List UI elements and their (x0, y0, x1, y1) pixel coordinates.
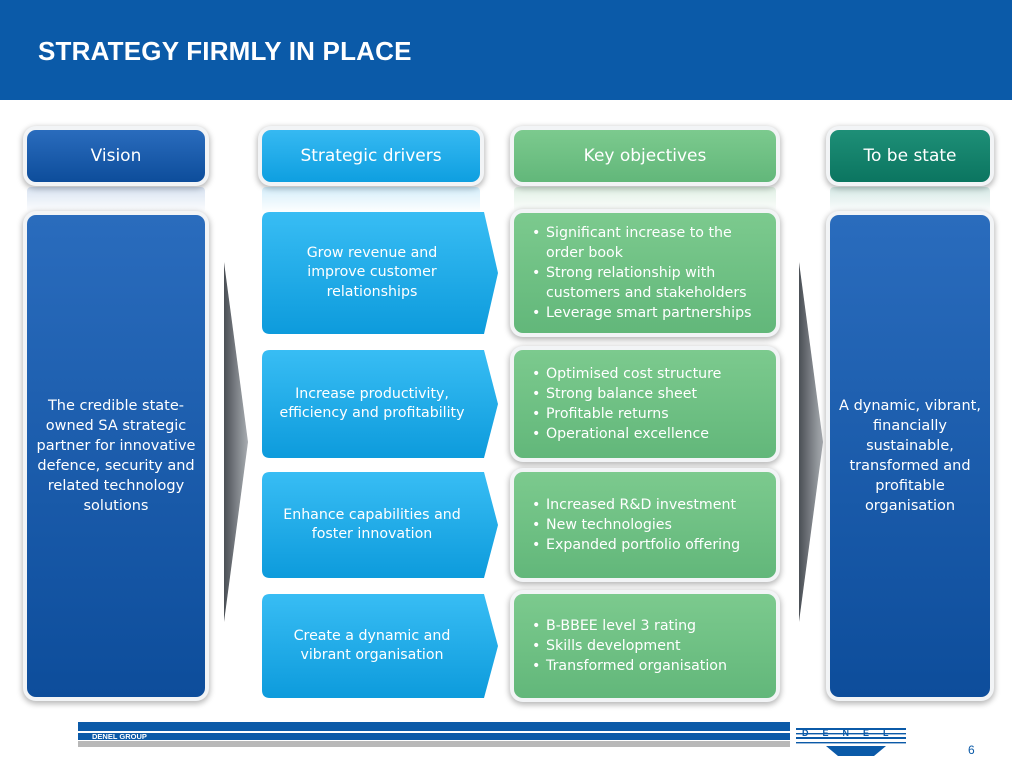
drivers-header: Strategic drivers (262, 130, 480, 182)
page-number: 6 (968, 743, 975, 757)
objectives-header: Key objectives (514, 130, 776, 182)
to-be-header-reflection (830, 187, 990, 213)
slide-title: STRATEGY FIRMLY IN PLACE (38, 36, 412, 66)
objectives-list-2: Optimised cost structure Strong balance … (522, 364, 768, 444)
vision-header: Vision (27, 130, 205, 182)
footer-bar-middle (78, 733, 790, 740)
drivers-header-label: Strategic drivers (300, 146, 442, 166)
objective-item: New technologies (532, 515, 768, 535)
objective-item: Transformed organisation (532, 656, 768, 676)
driver-text-2: Increase productivity, efficiency and pr… (272, 350, 472, 458)
objective-item: Skills development (532, 636, 768, 656)
objectives-header-label: Key objectives (583, 146, 707, 166)
driver-chevron-3 (262, 472, 498, 578)
drivers-header-reflection (262, 187, 480, 213)
objective-item: Operational excellence (532, 424, 768, 444)
driver-text-1: Grow revenue and improve customer relati… (276, 212, 468, 334)
vision-header-label: Vision (90, 146, 142, 166)
objective-item: Optimised cost structure (532, 364, 768, 384)
objective-item: Expanded portfolio offering (532, 535, 768, 555)
objectives-box-2: Optimised cost structure Strong balance … (514, 350, 776, 458)
footer-bar-top (78, 722, 790, 731)
footer-label: DENEL GROUP (92, 732, 147, 741)
footer-bar-bottom (78, 741, 790, 747)
title-banner (0, 0, 1013, 100)
objective-item: B-BBEE level 3 rating (532, 616, 768, 636)
objectives-box-4: B-BBEE level 3 rating Skills development… (514, 594, 776, 698)
objective-item: Strong balance sheet (532, 384, 768, 404)
to-be-box: A dynamic, vibrant, financially sustaina… (830, 215, 990, 697)
objectives-box-1: Significant increase to the order book S… (514, 213, 776, 333)
objective-item: Profitable returns (532, 404, 768, 424)
objectives-list-1: Significant increase to the order book S… (522, 223, 768, 323)
left-flow-arrow (224, 262, 248, 622)
to-be-header-label: To be state (863, 146, 957, 166)
vision-box: The credible state-owned SA strategic pa… (27, 215, 205, 697)
driver-label-3: Enhance capabilities and foster innovati… (283, 506, 461, 543)
right-flow-arrow (799, 262, 823, 622)
objective-item: Strong relationship with customers and s… (532, 263, 768, 303)
driver-text-3: Enhance capabilities and foster innovati… (272, 472, 472, 578)
objectives-header-reflection (514, 187, 776, 213)
vision-header-reflection (27, 187, 205, 213)
banner-edge (1012, 0, 1024, 103)
objectives-list-4: B-BBEE level 3 rating Skills development… (522, 616, 768, 676)
driver-chevron-4 (262, 594, 498, 698)
objective-item: Significant increase to the order book (532, 223, 768, 263)
denel-logo: DENEL (796, 728, 906, 756)
driver-label-4: Create a dynamic and vibrant organisatio… (293, 627, 451, 664)
to-be-text: A dynamic, vibrant, financially sustaina… (839, 398, 981, 514)
driver-label-2: Increase productivity, efficiency and pr… (279, 385, 465, 422)
objective-item: Leverage smart partnerships (532, 303, 768, 323)
vision-text: The credible state-owned SA strategic pa… (36, 398, 196, 514)
objective-item: Increased R&D investment (532, 495, 768, 515)
objectives-list-3: Increased R&D investment New technologie… (522, 495, 768, 555)
to-be-header: To be state (830, 130, 990, 182)
driver-label-1: Grow revenue and improve customer relati… (306, 244, 438, 300)
objectives-box-3: Increased R&D investment New technologie… (514, 472, 776, 578)
driver-chevron-2 (262, 350, 498, 458)
driver-chevron-1 (262, 212, 498, 334)
driver-text-4: Create a dynamic and vibrant organisatio… (280, 594, 464, 698)
svg-text:DENEL: DENEL (802, 728, 903, 738)
